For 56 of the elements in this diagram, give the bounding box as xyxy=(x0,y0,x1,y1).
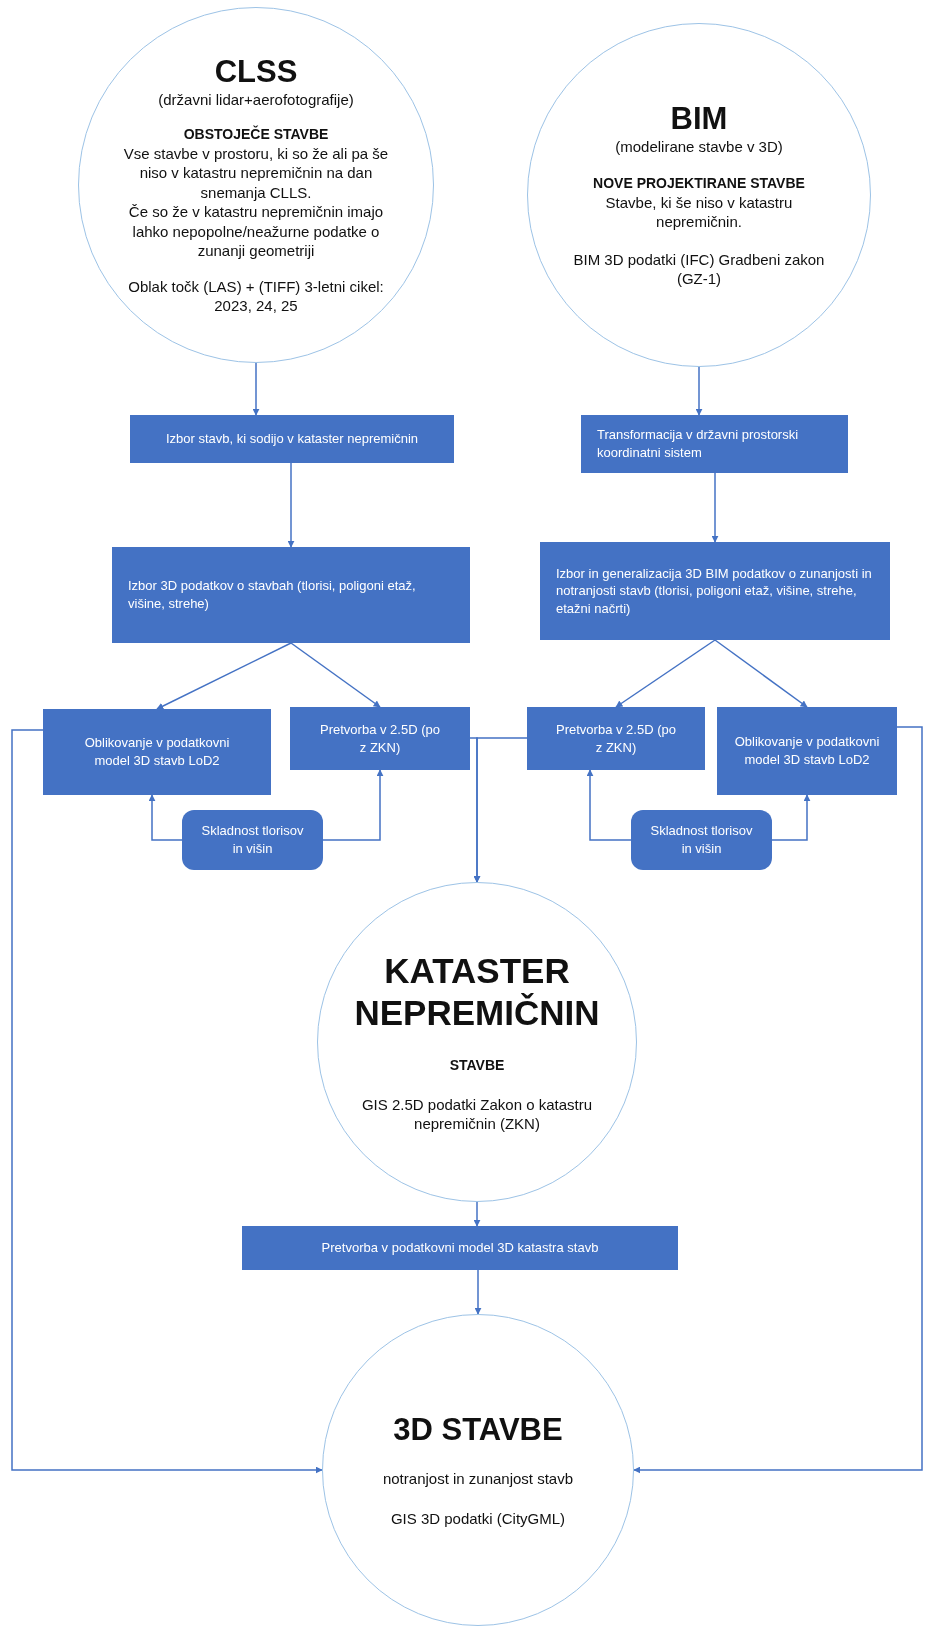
node-text: BIM 3D podatki (IFC) Gradbeni zakon (GZ-1) xyxy=(572,249,826,289)
arrow xyxy=(615,639,716,708)
node-text: Oblikovanje v podatkovni model 3D stavb LoD2 xyxy=(733,733,881,769)
node-text: notranjost in zunanjost stavb xyxy=(382,1469,574,1489)
node-text: Oblikovanje v podatkovni model 3D stavb LoD2 xyxy=(83,734,231,770)
process-box xyxy=(717,707,897,795)
node-text: GIS 3D podatki (CityGML) xyxy=(390,1508,566,1529)
arrow xyxy=(290,642,381,708)
arrow xyxy=(474,1269,482,1315)
arrow xyxy=(148,794,183,841)
node-text: Transformacija v državni prostorski koordinatni sistem xyxy=(597,426,800,462)
node-text: GIS 2.5D podatki Zakon o katastru nepremičnin (ZKN) xyxy=(360,1094,594,1134)
process-box xyxy=(581,415,848,473)
arrow xyxy=(156,642,292,710)
arrow xyxy=(714,639,808,708)
node-text: Pretvorba v podatkovni model 3D katastra stavb xyxy=(321,1239,599,1257)
node-text: Oblak točk (LAS) + (TIFF) 3-letni cikel: 2023, 24, 25 xyxy=(127,276,385,316)
node-text: OBSTOJEČE STAVBE xyxy=(183,125,329,144)
node-text: Izbor stavb, ki sodijo v kataster nepremičnin xyxy=(165,430,419,448)
node-title: 3D STAVBE xyxy=(393,1411,563,1448)
node-text: (državni lidar+aerofotografije) xyxy=(158,89,354,110)
node-text: Izbor 3D podatkov o stavbah (tlorisi, poligoni etaž, višine, strehe) xyxy=(128,577,417,613)
arrow xyxy=(287,462,295,548)
arrow xyxy=(473,1201,481,1227)
arrow xyxy=(711,472,719,543)
node-text: Skladnost tlorisov in višin xyxy=(200,822,305,858)
arrow xyxy=(633,726,923,1474)
process-box xyxy=(290,707,470,770)
process-box xyxy=(242,1226,678,1270)
node-text: Če so že v katastru nepremičnin imajo lahko nepopolne/neažurne podatke o zunanji geometriji xyxy=(127,202,385,261)
rounded-box xyxy=(631,810,772,870)
rounded-box xyxy=(182,810,323,870)
arrow xyxy=(252,362,260,416)
node-text: NOVE PROJEKTIRANE STAVBE xyxy=(593,174,805,193)
node-text: Pretvorba v 2.5D (po z ZKN) xyxy=(320,720,440,757)
node-text: STAVBE xyxy=(449,1056,505,1075)
arrow xyxy=(322,769,384,841)
node-text: Izbor in generalizacija 3D BIM podatkov o zunanjosti in notranjosti stavb (tlorisi, poligoni etaž, višine, strehe, etažni načrti) xyxy=(556,564,873,618)
arrow xyxy=(11,729,323,1474)
node-title: KATASTER NEPREMIČNIN xyxy=(353,950,601,1035)
arrow xyxy=(771,794,811,841)
arrow xyxy=(695,366,703,416)
process-box xyxy=(130,415,454,463)
node-text: Vse stavbe v prostoru, ki so že ali pa še niso v katastru nepremičnin na dan snemanja CLLS. xyxy=(122,143,390,203)
node-title: BIM xyxy=(670,101,728,137)
arrow xyxy=(473,737,528,883)
process-box xyxy=(527,707,705,770)
node-text: Stavbe, ki še niso v katastru nepremičnin. xyxy=(604,192,794,232)
process-box xyxy=(43,709,271,795)
node-text: Skladnost tlorisov in višin xyxy=(649,822,754,858)
process-box xyxy=(112,547,470,643)
arrow xyxy=(586,769,632,841)
node-text: Pretvorba v 2.5D (po z ZKN) xyxy=(556,720,676,757)
node-title: CLSS xyxy=(214,54,298,90)
node-text: (modelirane stavbe v 3D) xyxy=(615,136,783,157)
process-box xyxy=(540,542,890,640)
